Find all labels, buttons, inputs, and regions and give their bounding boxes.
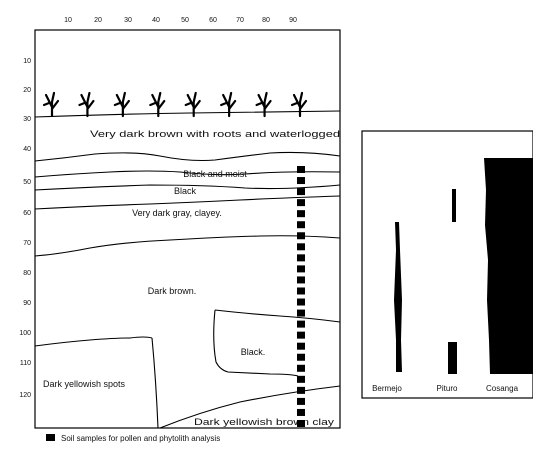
boundary-2 (34, 170, 341, 178)
sample-marker (297, 420, 305, 427)
taxa-bar-bermejo (394, 222, 402, 372)
sample-marker (297, 265, 305, 273)
x-tick: 60 (209, 17, 217, 24)
sample-marker (297, 397, 305, 405)
plant-icon (113, 91, 130, 118)
y-tick: 20 (23, 87, 31, 94)
sample-marker (297, 199, 305, 207)
plant-icon (149, 91, 166, 118)
sample-marker (297, 221, 305, 229)
layer-label: Dark brown. (148, 286, 197, 296)
x-tick: 40 (152, 17, 160, 24)
x-tick: 20 (94, 17, 102, 24)
taxa-bar-pituro-lower (448, 342, 457, 374)
y-tick: 100 (19, 330, 31, 337)
layer-label: Black. (241, 347, 266, 357)
soil-profile-panel: 10 20 30 40 50 60 70 80 90 10 20 30 40 5… (19, 17, 341, 429)
layer-labels: Very dark brown with roots and waterlogg… (43, 129, 340, 427)
sample-marker (297, 386, 305, 394)
y-tick: 60 (23, 210, 31, 217)
legend: Soil samples for pollen and phytolith an… (46, 434, 220, 443)
taxa-label-pituro: Pituro (437, 384, 458, 393)
legend-sample-marker (46, 434, 55, 441)
boundary-9 (213, 309, 299, 377)
y-tick: 50 (23, 179, 31, 186)
taxa-frame (361, 130, 533, 399)
layer-boundaries (34, 110, 341, 429)
plant-icon (78, 91, 95, 118)
boundary-1 (34, 151, 341, 162)
boundary-3 (34, 184, 341, 191)
layer-label: Very dark brown with roots and waterlogg… (90, 129, 340, 139)
sample-marker (297, 243, 305, 251)
plant-icon (184, 91, 201, 118)
boundary-8 (214, 309, 341, 323)
plant-icon (220, 91, 237, 118)
x-tick: 30 (124, 17, 132, 24)
taxa-label-cosanga: Cosanga (486, 384, 519, 393)
sample-marker (297, 177, 305, 185)
sample-marker (297, 331, 305, 339)
boundary-surface (34, 110, 341, 118)
x-tick: 80 (262, 17, 270, 24)
sample-marker (297, 364, 305, 372)
boundary-4 (34, 195, 341, 210)
y-tick: 120 (19, 392, 31, 399)
sample-marker (297, 375, 305, 383)
sample-marker (297, 188, 305, 196)
sample-marker (297, 342, 305, 350)
y-tick: 80 (23, 270, 31, 277)
profile-frame (34, 29, 341, 429)
legend-text: Soil samples for pollen and phytolith an… (61, 434, 220, 443)
boundary-7 (151, 337, 159, 429)
sample-marker (297, 232, 305, 240)
plant-icon (255, 91, 272, 118)
y-tick: 90 (23, 300, 31, 307)
plant-icons (42, 91, 308, 118)
taxa-label-bermejo: Bermejo (372, 384, 402, 393)
layer-label: Very dark gray, clayey. (132, 208, 222, 218)
sample-marker (297, 276, 305, 284)
sample-marker (297, 353, 305, 361)
layer-label: Dark yellowish brown clay (194, 417, 335, 427)
sample-marker (297, 309, 305, 317)
taxa-bar-cosanga (484, 158, 533, 374)
sample-marker (297, 287, 305, 295)
layer-label: Black (174, 186, 197, 196)
y-axis-ticks: 10 20 30 40 50 60 70 80 90 100 110 120 (19, 58, 31, 399)
boundary-6 (34, 336, 153, 347)
y-tick: 30 (23, 116, 31, 123)
sample-marker (297, 298, 305, 306)
layer-label: Dark yellowish spots (43, 379, 126, 389)
y-tick: 110 (20, 360, 31, 367)
sample-markers (297, 166, 305, 427)
x-tick: 50 (181, 17, 189, 24)
sample-marker (297, 408, 305, 416)
taxa-panel: Bermejo Pituro Cosanga (361, 130, 533, 399)
boundary-10 (159, 385, 341, 429)
sample-marker (297, 166, 305, 173)
taxa-bar-pituro-upper (452, 189, 456, 222)
sample-marker (297, 320, 305, 328)
x-tick: 10 (64, 17, 72, 24)
plant-icon (290, 91, 308, 118)
x-tick: 70 (236, 17, 244, 24)
layer-label: Black and moist (183, 169, 247, 179)
y-tick: 70 (23, 240, 31, 247)
y-tick: 40 (23, 146, 31, 153)
boundary-5 (34, 235, 341, 257)
sample-marker (297, 210, 305, 218)
plant-icon (42, 91, 60, 118)
x-tick: 90 (289, 17, 297, 24)
y-tick: 10 (23, 58, 31, 65)
sample-marker (297, 254, 305, 262)
x-axis-ticks: 10 20 30 40 50 60 70 80 90 (64, 17, 297, 24)
